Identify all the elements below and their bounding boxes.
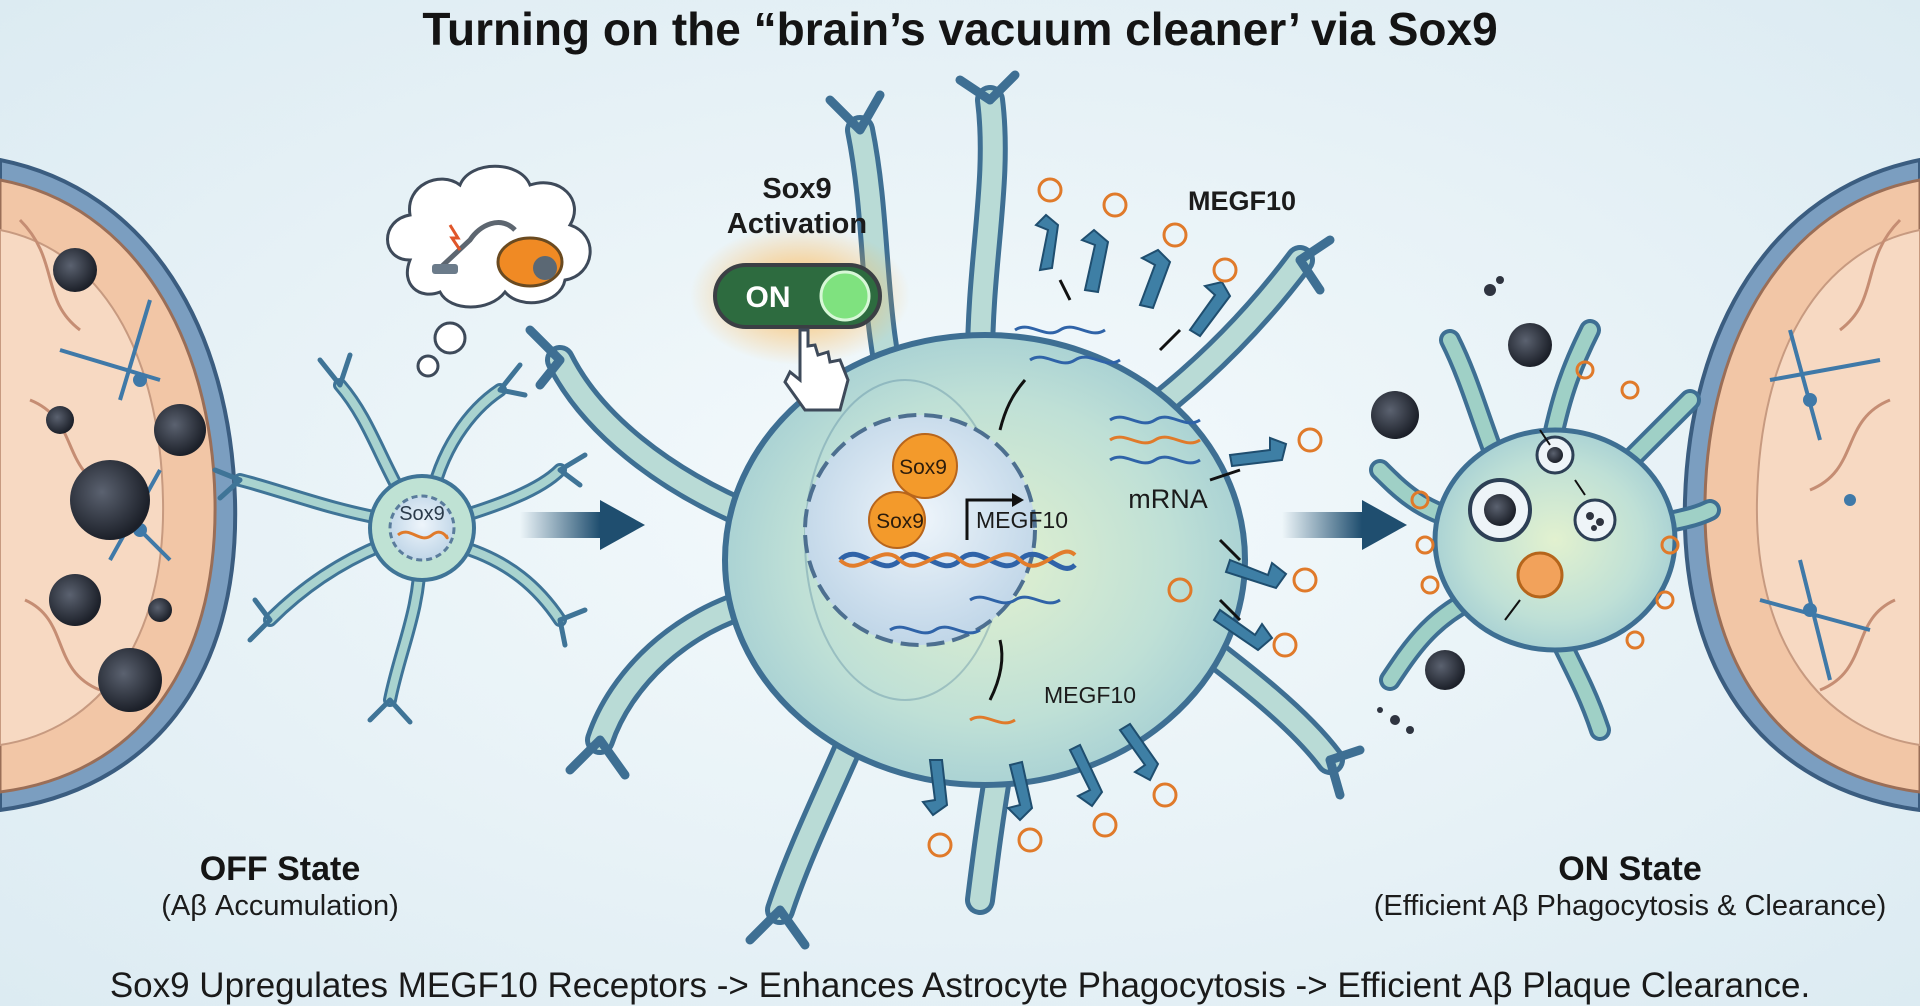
central-astrocyte: Sox9 Sox9 MEGF10 mRNA MEGF10: [525, 70, 1365, 950]
small-astrocyte: Sox9: [212, 352, 588, 725]
mrna-strand: [889, 325, 1201, 635]
switch-label: ON: [746, 281, 791, 314]
amyloid-plaque-icon: [46, 248, 206, 712]
transition-arrow-right: [1282, 500, 1407, 550]
receptor-label-bottom: MEGF10: [1044, 682, 1136, 708]
activation-label-line2: Activation: [727, 208, 867, 240]
gene-label: MEGF10: [976, 507, 1068, 533]
diagram-title: Turning on the “brain’s vacuum cleaner’ …: [422, 3, 1498, 55]
small-nucleus-label: Sox9: [399, 503, 445, 525]
vacuum-cleaner-icon: [432, 220, 564, 288]
expression-arrows: [988, 279, 1242, 701]
off-state-subtitle: (Aβ Accumulation): [161, 890, 399, 922]
on-state-title: ON State: [1558, 850, 1702, 888]
mrna-label: mRNA: [1128, 484, 1208, 514]
megf10-receptors: [921, 213, 1288, 822]
activation-label-line1: Sox9: [762, 173, 831, 205]
pointer-hand-icon: [783, 328, 850, 412]
sox9-protein-label-2: Sox9: [876, 510, 924, 533]
on-state-subtitle: (Efficient Aβ Phagocytosis & Clearance): [1373, 890, 1887, 922]
activation-switch: ON: [690, 225, 910, 365]
right-brain-section: [1682, 157, 1920, 813]
amyloid-target-icon: [927, 177, 1323, 858]
sox9-protein-label-1: Sox9: [899, 456, 947, 479]
dna-helix: [838, 549, 1077, 571]
receptor-label-top: MEGF10: [1188, 186, 1296, 216]
engulfing-plaque-icon: [1371, 276, 1552, 734]
thought-bubble: [386, 164, 592, 378]
off-state-title: OFF State: [199, 850, 361, 888]
transition-arrow-left: [520, 500, 645, 550]
left-brain-section: [0, 157, 238, 813]
sox9-protein: [868, 433, 958, 549]
summary-caption: Sox9 Upregulates MEGF10 Receptors -> Enh…: [109, 966, 1811, 1005]
active-target-icon: [1410, 360, 1680, 650]
